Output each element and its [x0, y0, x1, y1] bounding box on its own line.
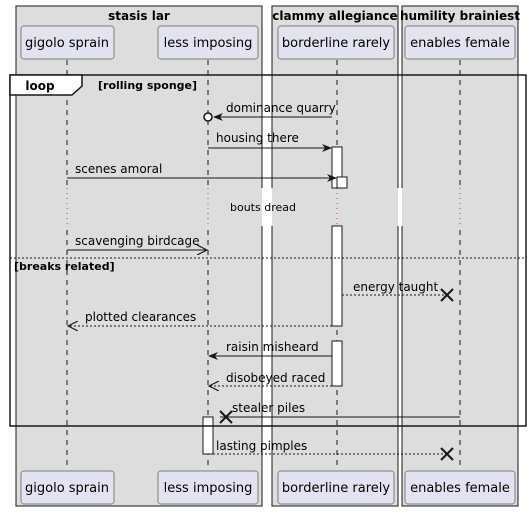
activation-bar: [336, 176, 348, 189]
participant-gigolo-sprain: gigolo sprain: [20, 25, 115, 60]
messages: dominance quarry housing there scenes am…: [67, 101, 460, 461]
participant-label: borderline rarely: [282, 481, 390, 496]
box-title: clammy allegiance: [272, 9, 397, 23]
participant-enables-female: enables female: [404, 25, 516, 60]
participant-label: gigolo sprain: [25, 36, 109, 51]
participant-label: enables female: [410, 36, 510, 51]
message-label: disobeyed raced: [226, 371, 325, 385]
loop-fragment: loop [rolling sponge] [breaks related]: [9, 74, 527, 427]
box-clammy-allegiance: clammy allegiance: [271, 5, 399, 507]
delay-gaps: bouts dread: [60, 188, 480, 226]
participant-label: enables female: [410, 481, 510, 496]
participant-borderline-rarely: borderline rarely: [277, 470, 395, 505]
participant-label: less imposing: [164, 36, 253, 51]
participant-enables-female: enables female: [404, 470, 516, 505]
message-label: raisin misheard: [226, 340, 319, 354]
participants-bottom: gigolo sprain less imposing borderline r…: [20, 470, 516, 505]
message-label: energy taught: [353, 280, 439, 294]
else-condition: [breaks related]: [14, 260, 115, 273]
loop-condition: [rolling sponge]: [98, 79, 197, 92]
message-label: scavenging birdcage: [75, 234, 200, 248]
circle-head: [203, 112, 213, 122]
message-label: dominance quarry: [226, 101, 336, 115]
box-title: humility brainiest: [400, 9, 520, 23]
delay-label: bouts dread: [230, 201, 296, 214]
message-label: scenes amoral: [75, 162, 162, 176]
loop-keyword: loop: [25, 79, 55, 93]
participant-less-imposing: less imposing: [157, 25, 259, 60]
participant-label: borderline rarely: [282, 36, 390, 51]
message-label: lasting pimples: [216, 439, 307, 453]
box-title: stasis lar: [108, 9, 170, 23]
cross-head: [440, 288, 454, 302]
participant-borderline-rarely: borderline rarely: [277, 25, 395, 60]
activation-bar: [331, 340, 343, 387]
message-label: plotted clearances: [85, 310, 196, 324]
participant-label: less imposing: [164, 481, 253, 496]
message-label: housing there: [216, 131, 299, 145]
participant-gigolo-sprain: gigolo sprain: [20, 470, 115, 505]
participant-less-imposing: less imposing: [157, 470, 259, 505]
message-label: stealer piles: [232, 401, 305, 415]
participant-label: gigolo sprain: [25, 481, 109, 496]
participants-top: gigolo sprain less imposing borderline r…: [20, 25, 516, 60]
cross-head: [219, 410, 233, 424]
activation-bar: [202, 416, 214, 455]
activations: [202, 146, 348, 455]
cross-head: [440, 447, 454, 461]
activation-bar: [331, 225, 343, 327]
